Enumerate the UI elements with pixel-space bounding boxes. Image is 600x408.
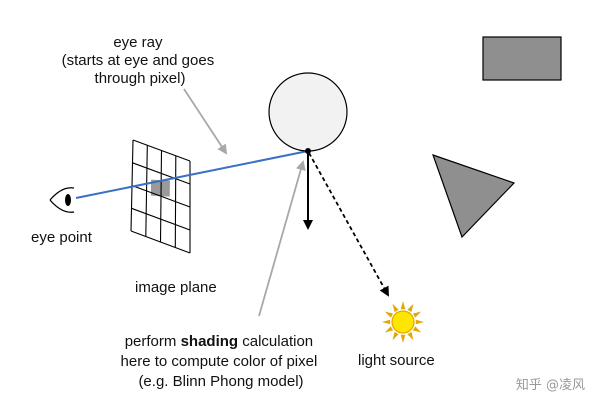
sun-ray [412,311,422,318]
sun-ray [415,319,424,325]
eye-icon [49,187,75,213]
image-plane-label: image plane [135,279,217,296]
sun-ray [392,303,399,313]
image-plane-grid [130,139,191,254]
light-source-label: light source [358,352,435,369]
light-ray-dashed [308,152,389,297]
grid-line-vertical [174,155,177,248]
sun-ray [412,326,422,333]
highlighted-pixel [150,179,170,197]
sun-ray [400,334,406,343]
eye-ray-line [75,150,309,199]
sphere [268,72,348,152]
shading-label: perform shading calculation here to comp… [121,333,322,390]
sun-ray [407,303,414,313]
eye-ray-label: eye ray (starts at eye and goes through … [62,34,219,87]
eye-ray-pointer [183,88,228,155]
triangle-object [432,154,516,239]
sun-ray [384,326,394,333]
grid-line-horizontal [130,230,191,254]
grid-line-horizontal [131,184,191,208]
sun-ray [400,301,406,310]
watermark: 知乎 @凌风 [516,377,585,393]
sun-ray [407,331,414,341]
rectangle-object [482,36,562,81]
shading-pointer [258,160,306,317]
sun-ray [392,331,399,341]
sun-ray [384,311,394,318]
sun-ray [382,319,391,325]
hit-point [305,148,311,154]
sun-icon [382,301,424,343]
eye-point-label: eye point [31,229,93,246]
grid-line-horizontal [131,207,191,231]
